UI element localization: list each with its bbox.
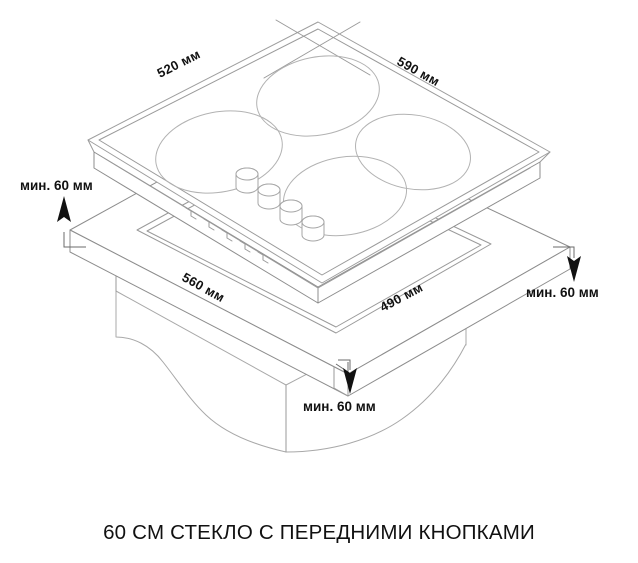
burner-left [155,110,283,194]
clearance-arrow-front [343,368,357,394]
control-knob-2[interactable] [257,183,281,210]
clearance-arrow-right [567,256,581,282]
hob-body-inner-left [103,157,319,289]
worktop-front-step [333,366,349,397]
clearance-leader-right [553,246,575,258]
hob-apex-construction-line-b [263,21,361,79]
clearance-leader-front-hook [338,359,351,370]
clearance-label-front: мин. 60 мм [303,399,376,414]
cabinet-left-wall [115,290,287,453]
hob-glass-front-edge [87,139,95,153]
control-knob-1[interactable] [235,167,259,194]
hob-body-inner-right [317,167,531,289]
clearance-label-right: мин. 60 мм [526,285,599,300]
clearance-callout-left: мин. 60 мм [20,178,93,248]
hob-underside-clips [185,207,269,264]
clearance-leader-left [63,232,86,248]
hob-glass-front-edge-right [539,151,551,163]
clearance-callout-right: мин. 60 мм [526,246,599,300]
hob-glass-bevel [98,28,540,276]
clearance-label-left: мин. 60 мм [20,178,93,193]
control-knob-3[interactable] [279,199,303,226]
hob-apex-construction-line-a [275,19,371,76]
knob-group [235,167,325,242]
burner-rear [256,55,380,137]
control-knob-4[interactable] [301,215,325,242]
clearance-callout-front: мин. 60 мм [303,359,376,414]
burner-group [155,55,471,237]
hob-unit [87,19,551,304]
dimension-label-depth: 520 мм [155,46,203,80]
clearance-arrow-left [57,196,71,222]
diagram-caption: 60 СМ СТЕКЛО С ПЕРЕДНИМИ КНОПКАМИ [103,521,535,544]
